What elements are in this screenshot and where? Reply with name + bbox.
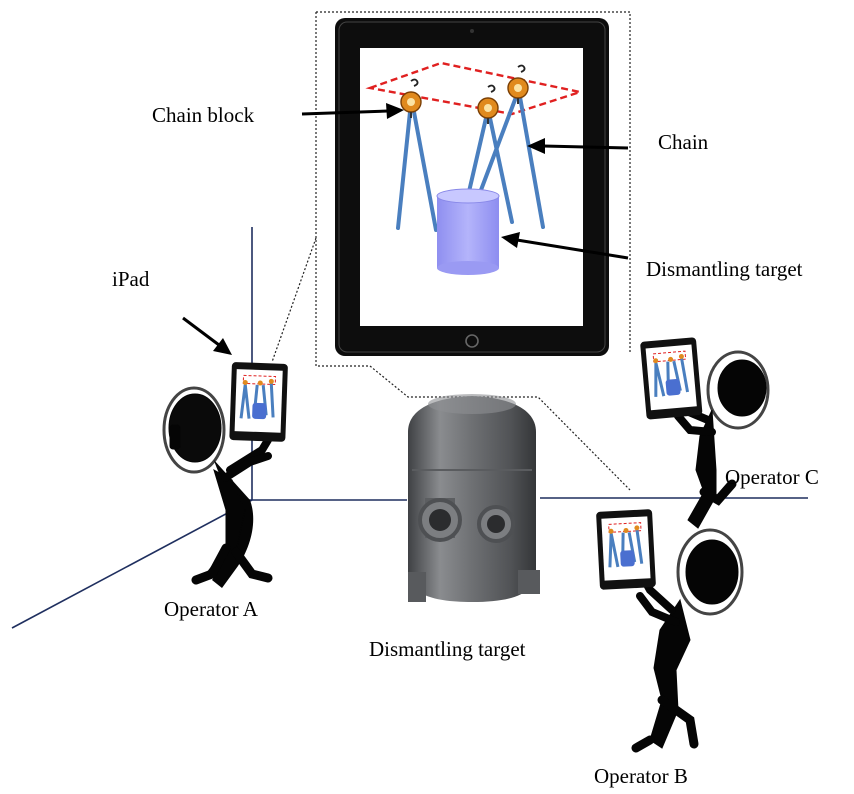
operator-b-figure (631, 528, 744, 753)
label-operator-b: Operator B (594, 764, 688, 788)
label-dismantling-target-ipad: Dismantling target (646, 257, 803, 281)
operator-a-figure (162, 386, 273, 588)
arrow-to-target (501, 232, 629, 260)
ipad-home-button (465, 334, 479, 348)
dismantling-target-vessel (408, 394, 540, 602)
chain-block-icon (477, 84, 499, 124)
pointer-arrows (182, 103, 629, 355)
diagonal-guide-line (11, 499, 253, 629)
chain-block-icon (507, 64, 529, 104)
arrow-to-ipad (182, 316, 232, 355)
label-ipad: iPad (112, 267, 150, 291)
label-operator-c: Operator C (725, 465, 819, 489)
label-operator-a: Operator A (164, 597, 259, 621)
ipad-callout-outline (271, 11, 631, 491)
ipad-screen-view (335, 18, 609, 356)
label-chain-block: Chain block (152, 103, 255, 127)
chains (396, 95, 545, 232)
dismantling-target-cylinder (436, 188, 500, 275)
label-chain: Chain (658, 130, 709, 154)
lifting-boundary-dashed (365, 61, 585, 116)
chain-block-icon (400, 78, 422, 118)
chain-blocks (400, 64, 529, 124)
arrow-to-chain (527, 138, 629, 154)
arrow-to-chain-block (301, 103, 404, 119)
label-dismantling-target-vessel: Dismantling target (369, 637, 526, 661)
